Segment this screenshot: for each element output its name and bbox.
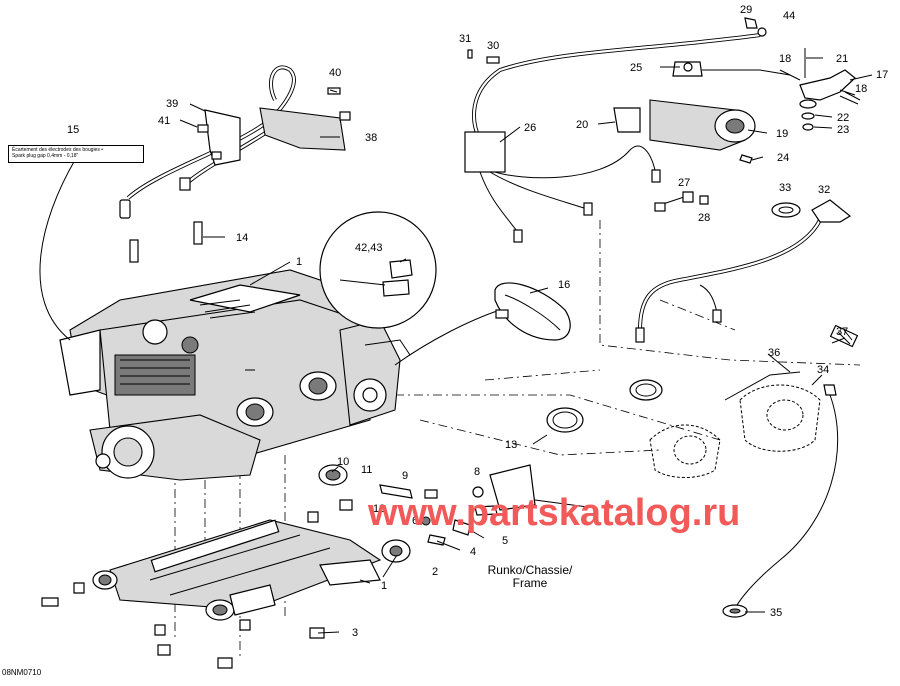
callout-11: 11 [361,464,372,476]
callout-23: 23 [837,124,849,136]
callout-44: 44 [783,10,795,22]
callout-30: 30 [487,40,499,52]
callout-42-43: 42,43 [355,242,383,254]
callout-37: 37 [836,326,848,338]
callout-15: 15 [67,124,79,136]
engine-mounts [41,464,748,669]
callout-27: 27 [678,177,690,189]
note-line-1: Écartement des électrodes des bougies • [12,147,103,153]
spark-plug-gap-note: Écartement des électrodes des bougies • … [8,145,144,163]
watermark: www.partskatalog.ru [368,492,741,534]
callout-16: 16 [558,279,570,291]
callout-18a: 18 [779,53,791,65]
callout-3: 3 [352,627,358,639]
callout-labels: 1 1 2 3 4 5 6 7 8 9 10 11 12 13 14 15 16… [67,4,888,639]
callout-24: 24 [777,152,789,164]
callout-25: 25 [630,62,642,74]
frame-label: Runko/Chassie/ Frame [482,564,578,590]
wiring-harness [394,33,839,609]
callout-1b: 1 [381,580,387,592]
callout-13: 13 [505,439,517,451]
callout-17: 17 [876,69,888,81]
clamps-and-carbs [546,324,859,478]
callout-39: 39 [166,98,178,110]
ignition-parts [119,65,351,263]
callout-1: 1 [296,256,302,268]
callout-19: 19 [776,128,788,140]
callout-28: 28 [698,212,710,224]
callout-40: 40 [329,67,341,79]
callout-6: 6 [412,515,418,527]
callout-8: 8 [474,466,480,478]
callout-14: 14 [236,232,248,244]
engine-assembly [59,269,411,481]
callout-35: 35 [770,607,782,619]
callout-22: 22 [837,112,849,124]
callout-34: 34 [817,364,829,376]
callout-4: 4 [470,546,476,558]
frame-label-line-2: Frame [512,576,548,590]
callout-20: 20 [576,119,588,131]
callout-33: 33 [779,182,791,194]
throttle-assembly [467,17,861,223]
callout-12: 12 [373,503,385,515]
note-line-2: Spark plug gap 0,4mm - 0,18" [12,153,79,159]
detail-circle [319,211,437,329]
callout-18b: 18 [855,83,867,95]
callout-2: 2 [432,566,438,578]
callout-31: 31 [459,33,471,45]
callout-5: 5 [502,535,508,547]
callout-10: 10 [337,456,349,468]
drawing-code: 08NM0710 [2,668,42,677]
frame-label-line-1: Runko/Chassie/ [487,563,573,577]
callout-38: 38 [365,132,377,144]
callout-36: 36 [768,347,780,359]
tank-cap [494,282,571,341]
leader-lines [39,57,873,634]
callout-9: 9 [402,470,408,482]
callout-32: 32 [818,184,830,196]
callout-26: 26 [524,122,536,134]
callout-29: 29 [740,4,752,16]
callout-7: 7 [605,503,611,515]
callout-41: 41 [158,115,170,127]
callout-21: 21 [836,53,848,65]
